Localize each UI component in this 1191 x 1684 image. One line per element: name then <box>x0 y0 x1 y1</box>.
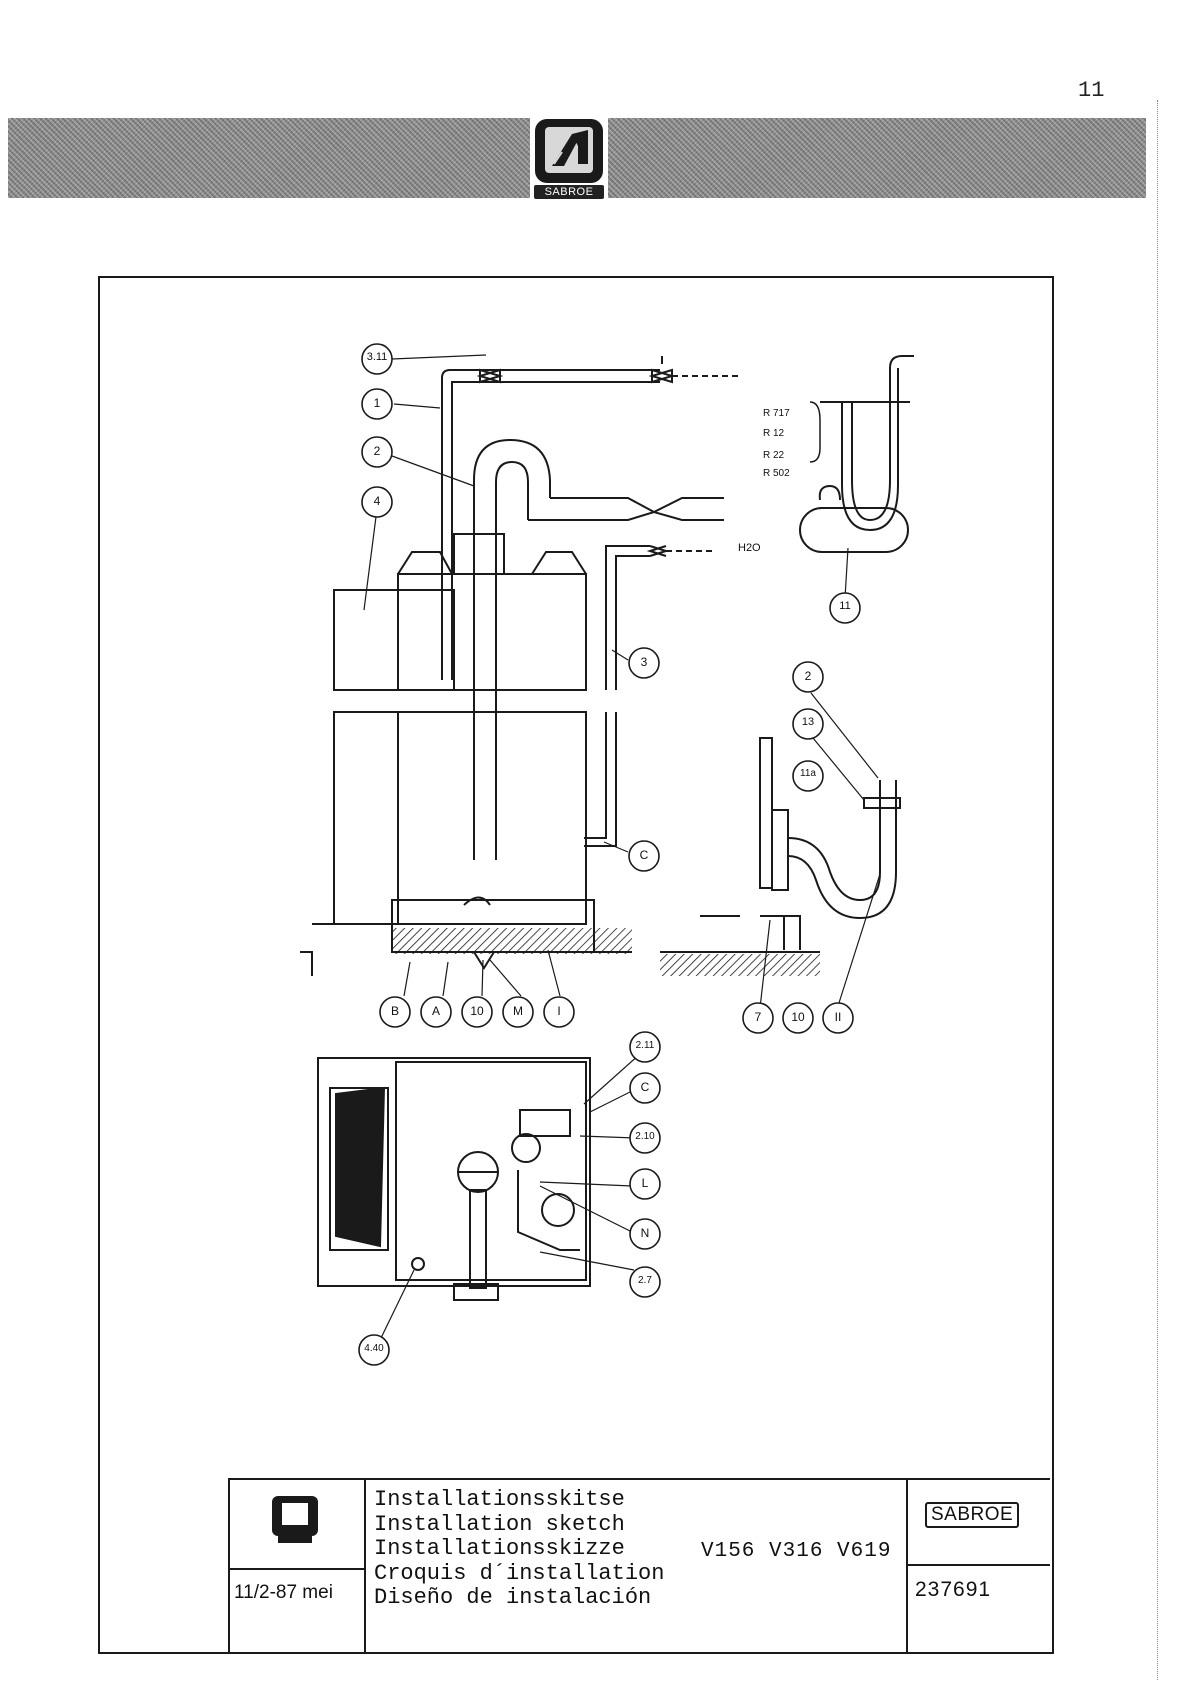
title-danish: Installationsskitse <box>374 1488 664 1513</box>
brand-stamp: SABROE <box>925 1502 1019 1528</box>
title-block: 11/2-87 mei Installationsskitse Installa… <box>228 1478 1050 1652</box>
title-spanish: Diseño de instalación <box>374 1586 664 1611</box>
drawing-number: 237691 <box>915 1578 991 1602</box>
drawing-date: 11/2-87 mei <box>234 1582 333 1604</box>
title-english: Installation sketch <box>374 1513 664 1538</box>
title-german: Installationsskizze <box>374 1537 664 1562</box>
model-numbers: V156 V316 V619 <box>701 1540 891 1563</box>
scan-edge-rule <box>1157 100 1159 1680</box>
title-block-logo-icon <box>268 1492 322 1546</box>
title-french: Croquis d´installation <box>374 1562 664 1587</box>
title-list: Installationsskitse Installation sketch … <box>374 1488 664 1611</box>
